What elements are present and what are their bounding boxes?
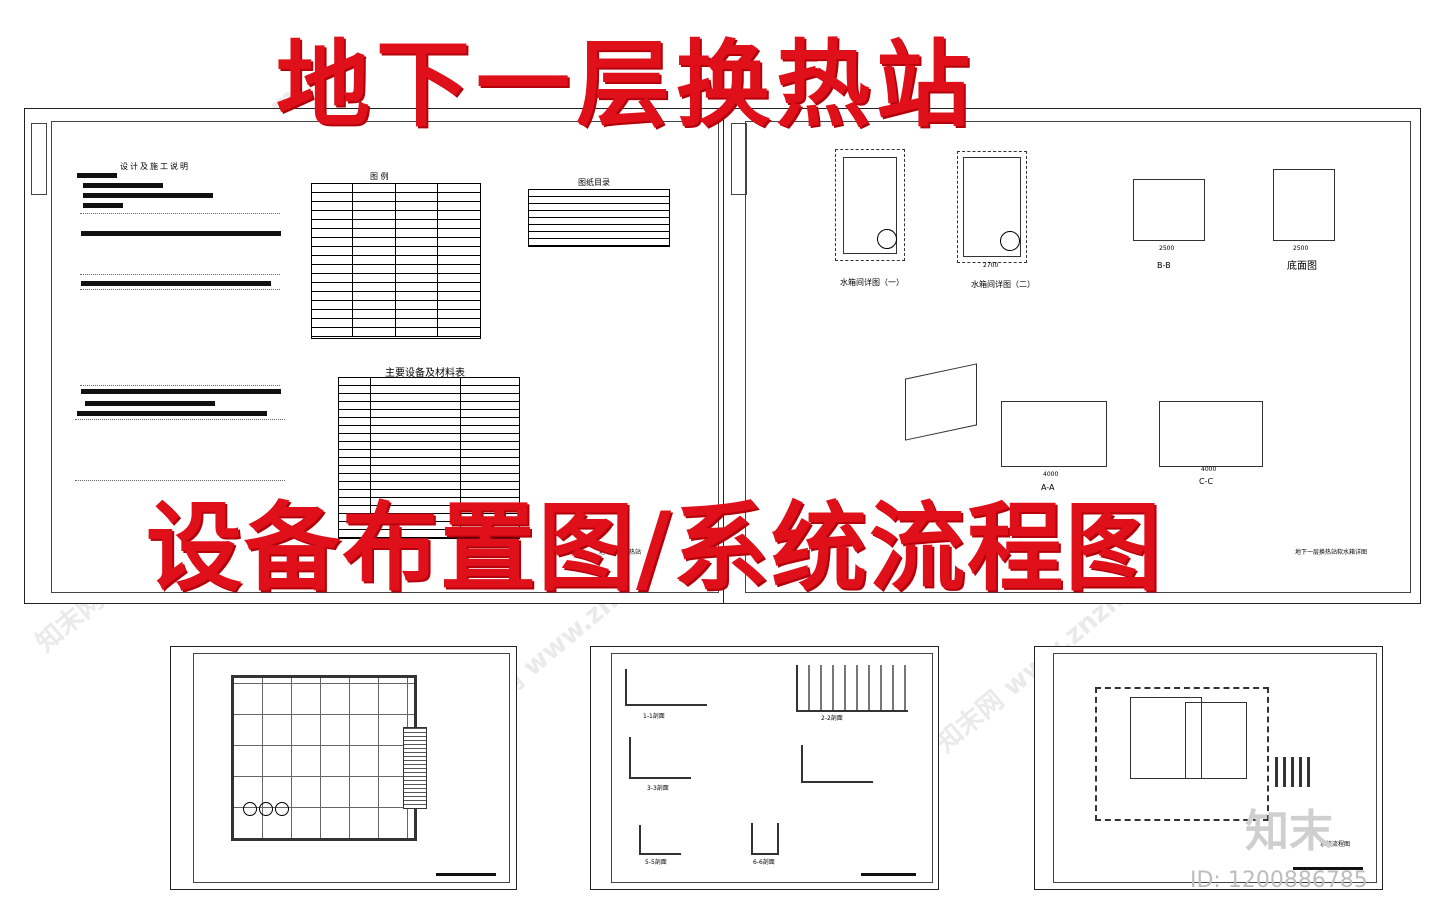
drawing-list-title: 图纸目录 (578, 178, 610, 187)
note-text-block (80, 213, 280, 275)
flow-diagram-frame (1053, 653, 1377, 883)
legend-title: 图 例 (370, 172, 389, 181)
dim-2700: 2700 (983, 262, 999, 269)
flow-diagram-label: 系统流程图 (1320, 841, 1351, 848)
note-line (81, 231, 281, 236)
left-inner-frame (51, 121, 719, 593)
legend-col-line (352, 183, 353, 337)
equipment-circle (275, 802, 289, 816)
equipment-circle (259, 802, 273, 816)
title-block-bar (1293, 867, 1363, 870)
plan-box (1273, 169, 1335, 241)
notes-title: 设计及施工说明 (120, 162, 190, 171)
pump-row (1275, 757, 1315, 787)
section-bb-box (1133, 179, 1205, 241)
flow-pipe-network-inner (1185, 702, 1247, 779)
floor-plan-frame (193, 653, 510, 883)
section-cc-label: C-C (1199, 477, 1214, 486)
dim-2500: 2500 (1159, 245, 1175, 252)
note-text-block (80, 289, 280, 386)
flow-pipe-network (1095, 687, 1269, 821)
section-2-2-drawing (796, 665, 908, 712)
legend-table (311, 183, 481, 339)
tank-detail-1-inner (843, 157, 897, 254)
section-5-5-drawing (639, 825, 681, 855)
dim-4000: 4000 (1043, 471, 1059, 478)
equipment-col-line (370, 377, 371, 537)
legend-col-line (395, 183, 396, 337)
sections-sheet: 1-1剖面 2-2剖面 3-3剖面 5-5剖面 6-6剖面 (590, 646, 939, 890)
note-line (83, 183, 163, 188)
note-line (81, 389, 281, 394)
equipment-table (338, 377, 520, 539)
legend-col-line (437, 183, 438, 337)
circle-icon (877, 229, 897, 249)
section-6-6-drawing (751, 823, 779, 855)
drawing-list-table (528, 189, 670, 247)
flow-diagram-sheet: 系统流程图 (1034, 646, 1383, 890)
note-line (81, 281, 271, 286)
section-2-2-label: 2-2剖面 (821, 715, 843, 722)
right-drawing-name: 地下一层换热站软水箱详图 (1295, 549, 1368, 556)
note-text-block (75, 419, 285, 481)
tank-detail-1-label: 水箱间详图（一） (840, 278, 904, 287)
section-1-1-drawing (625, 669, 707, 706)
section-6-6-label: 6-6剖面 (753, 859, 775, 866)
stair-block (403, 727, 427, 809)
section-aa-label: A-A (1041, 483, 1055, 492)
top-drawing-sheet: 设计及施工说明 图 例 图纸目录 主要设备及材料表 地下一层换热站 水箱间详图（… (24, 108, 1421, 604)
note-line (83, 193, 213, 198)
floor-plan-walls (231, 675, 417, 841)
dim-4000: 4000 (1201, 466, 1217, 473)
tank-detail-2-inner (963, 157, 1021, 257)
section-3-3-label: 3-3剖面 (647, 785, 669, 792)
title-block-bar (436, 873, 496, 876)
title-block-bar (861, 873, 916, 876)
equipment-circle (243, 802, 257, 816)
title-top: 地下一层换热站 (276, 30, 977, 140)
section-5-5-label: 5-5剖面 (645, 859, 667, 866)
flow-pipe-network-inner (1130, 697, 1202, 779)
section-bb-label: B-B (1157, 261, 1171, 270)
title-bottom: 设备布置图/系统流程图 (146, 491, 1164, 604)
circle-icon (1000, 231, 1020, 251)
title-strip-mid (731, 123, 747, 195)
brand-logo: 知末 (1245, 806, 1333, 857)
floor-plan-sheet (170, 646, 517, 890)
note-line (77, 411, 267, 416)
tank-detail-1 (835, 149, 905, 261)
note-line (85, 401, 215, 406)
tank-detail-2-label: 水箱间详图（二） (971, 280, 1035, 289)
sheet-divider (723, 109, 724, 603)
title-strip-left (31, 123, 47, 195)
section-1-1-label: 1-1剖面 (643, 713, 665, 720)
section-3-3-drawing (629, 737, 691, 779)
note-line (83, 203, 123, 208)
image-id: ID: 1200886785 (1190, 868, 1368, 893)
section-cc-box (1159, 401, 1263, 467)
left-drawing-name: 地下一层换热站 (599, 549, 642, 556)
dim-2500: 2500 (1293, 245, 1309, 252)
sections-frame (611, 653, 933, 883)
equipment-title: 主要设备及材料表 (385, 368, 465, 379)
note-line (77, 173, 117, 178)
plan-label: 底面图 (1287, 261, 1317, 272)
tank-detail-2 (957, 151, 1027, 263)
section-4-drawing (801, 745, 873, 783)
equipment-col-line (460, 377, 461, 537)
section-aa-box (1001, 401, 1107, 467)
right-inner-frame (745, 121, 1411, 593)
